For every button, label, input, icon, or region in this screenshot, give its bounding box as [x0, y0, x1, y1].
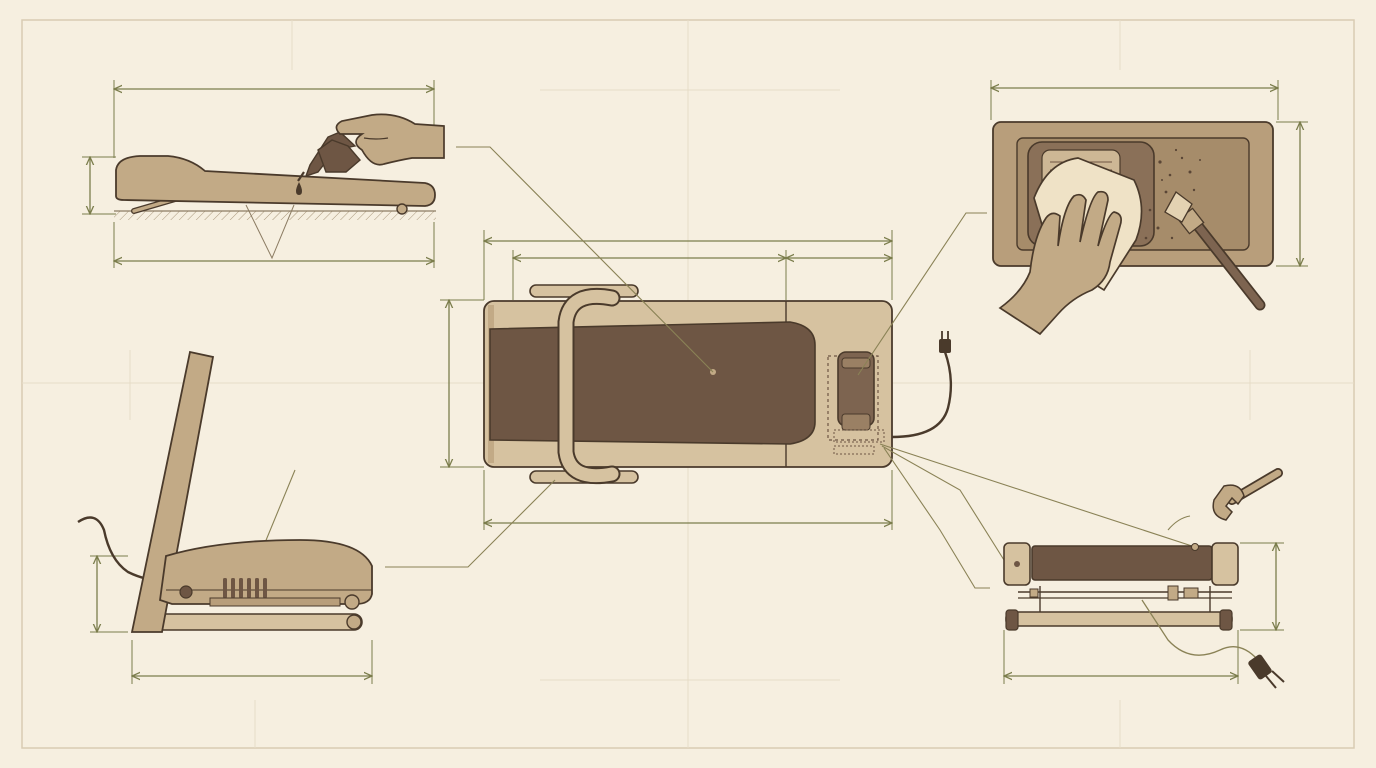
power-cord [891, 351, 953, 439]
treadmill-top-view [440, 230, 953, 530]
floor-hatch [114, 211, 436, 220]
leader-line [385, 479, 556, 568]
power-plug-icon [939, 339, 951, 353]
vent-slots [223, 578, 267, 598]
folded-deck [130, 350, 215, 633]
leader-line [456, 146, 714, 373]
leader-line [883, 447, 990, 589]
cleaning-panel [991, 80, 1308, 336]
roller-adjustment-panel [1004, 468, 1285, 689]
brush-icon [1164, 191, 1266, 311]
power-cord [1141, 599, 1259, 661]
base-frame [1005, 611, 1233, 627]
lubricant-bottle-icon [297, 131, 361, 182]
folded-side-view [77, 350, 373, 684]
running-belt [489, 321, 816, 445]
power-plug-icon [1248, 654, 1285, 689]
motor-hood [159, 539, 373, 605]
lubrication-panel [82, 80, 445, 268]
wrench-icon [1212, 468, 1283, 521]
leader-line [881, 445, 1005, 561]
leader-line [857, 212, 987, 376]
hand-icon [998, 190, 1122, 336]
roller-icon [1031, 545, 1213, 581]
base-frame [139, 613, 363, 631]
treadmill-deck-side [115, 155, 436, 207]
hand-icon [335, 113, 445, 166]
